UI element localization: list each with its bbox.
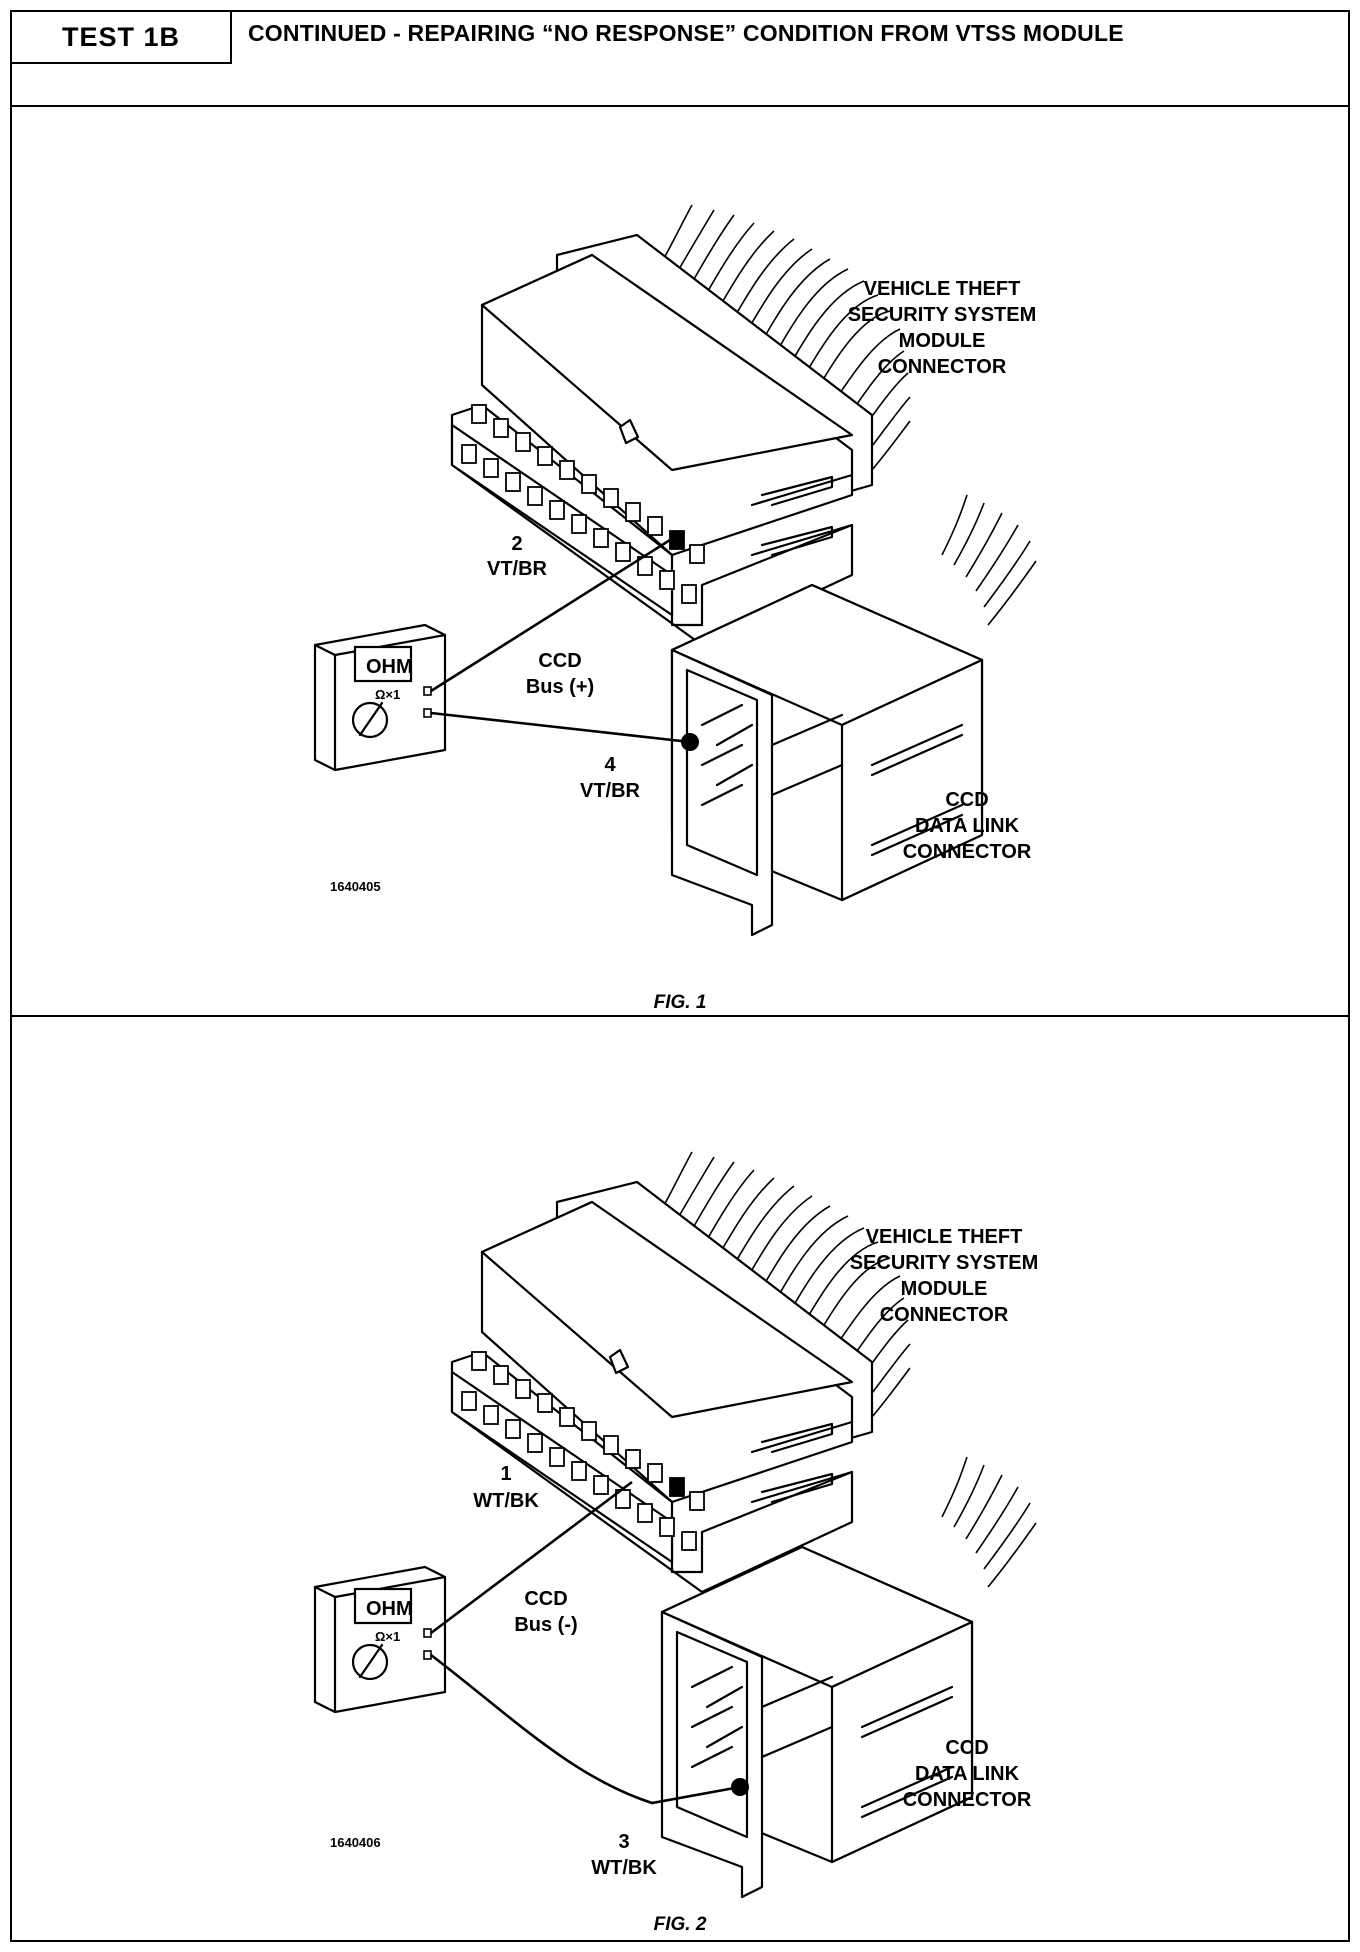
svg-text:VEHICLE THEFT: VEHICLE THEFT	[866, 1226, 1023, 1248]
svg-text:CONNECTOR: CONNECTOR	[903, 1789, 1032, 1811]
test-lead-module	[430, 1480, 633, 1635]
module-connector-label: VEHICLE THEFT SECURITY SYSTEM MODULE CON…	[848, 278, 1037, 378]
test-lead-link	[430, 1653, 741, 1805]
manual-page: TEST 1B CONTINUED - REPAIRING “NO RESPON…	[10, 10, 1350, 1942]
figure-2-diagram: OHM Ω×1 VEHICLE THEFT SECURITY SYSTEM MO…	[313, 1151, 1039, 1935]
svg-text:CCD: CCD	[945, 789, 988, 811]
data-link-connector-label: CCD DATA LINK CONNECTOR	[903, 1737, 1032, 1811]
module-pin-label: 1 WT/BK	[473, 1463, 539, 1512]
ccd-bus-label: CCD Bus (-)	[514, 1588, 577, 1636]
meter-display: OHM	[366, 1598, 413, 1620]
meter-display: OHM	[366, 656, 413, 678]
link-pin-label: 4 VT/BR	[580, 754, 641, 802]
figure-caption: FIG. 1	[654, 992, 707, 1013]
figure-caption: FIG. 2	[654, 1914, 707, 1935]
svg-text:VT/BR: VT/BR	[580, 780, 641, 802]
svg-text:4: 4	[604, 754, 616, 776]
ccd-data-link-connector	[670, 494, 1037, 937]
svg-text:CCD: CCD	[538, 650, 581, 672]
svg-text:CCD: CCD	[945, 1737, 988, 1759]
vtss-module-connector	[450, 1151, 911, 1594]
svg-text:MODULE: MODULE	[899, 330, 986, 352]
svg-text:DATA LINK: DATA LINK	[915, 1763, 1020, 1785]
ccd-data-link-connector	[660, 1456, 1037, 1899]
figure-1-panel: OHM Ω×1 VEHICLE THEFT SECURITY SYSTEM MO…	[12, 105, 1348, 1017]
svg-text:VT/BR: VT/BR	[487, 558, 548, 580]
ccd-bus-label: CCD Bus (+)	[526, 650, 594, 698]
svg-text:VEHICLE THEFT: VEHICLE THEFT	[864, 278, 1021, 300]
link-pin-label: 3 WT/BK	[591, 1831, 657, 1879]
svg-text:1: 1	[500, 1463, 511, 1485]
svg-text:WT/BK: WT/BK	[473, 1490, 539, 1512]
svg-text:CONNECTOR: CONNECTOR	[878, 356, 1007, 378]
svg-text:CONNECTOR: CONNECTOR	[903, 841, 1032, 863]
figure-2-panel: OHM Ω×1 VEHICLE THEFT SECURITY SYSTEM MO…	[12, 1017, 1348, 1940]
test-header: TEST 1B CONTINUED - REPAIRING “NO RESPON…	[12, 12, 1348, 107]
svg-text:MODULE: MODULE	[901, 1278, 988, 1300]
ohmmeter: OHM Ω×1	[313, 1565, 447, 1714]
figure-1-diagram: OHM Ω×1 VEHICLE THEFT SECURITY SYSTEM MO…	[313, 204, 1037, 1013]
svg-text:CONNECTOR: CONNECTOR	[880, 1304, 1009, 1326]
ohmmeter: OHM Ω×1	[313, 623, 447, 772]
test-lead-link	[430, 711, 691, 744]
svg-text:3: 3	[618, 1831, 629, 1853]
test-number: TEST 1B	[12, 12, 232, 64]
svg-text:SECURITY SYSTEM: SECURITY SYSTEM	[850, 1252, 1039, 1274]
svg-text:Bus (+): Bus (+)	[526, 676, 594, 698]
meter-dial-label: Ω×1	[375, 1629, 400, 1644]
module-pin-label: 2 VT/BR	[487, 533, 548, 580]
test-lead-module	[430, 538, 671, 693]
data-link-connector-label: CCD DATA LINK CONNECTOR	[903, 789, 1032, 863]
part-number: 1640406	[330, 1835, 381, 1850]
svg-text:WT/BK: WT/BK	[591, 1857, 657, 1879]
vtss-module-connector	[450, 204, 911, 647]
part-number: 1640405	[330, 879, 381, 894]
module-connector-label: VEHICLE THEFT SECURITY SYSTEM MODULE CON…	[850, 1226, 1039, 1326]
svg-text:Bus (-): Bus (-)	[514, 1614, 577, 1636]
svg-text:DATA LINK: DATA LINK	[915, 815, 1020, 837]
svg-text:2: 2	[511, 533, 522, 555]
svg-text:CCD: CCD	[524, 1588, 567, 1610]
svg-text:SECURITY SYSTEM: SECURITY SYSTEM	[848, 304, 1037, 326]
test-title: CONTINUED - REPAIRING “NO RESPONSE” COND…	[248, 20, 1124, 46]
meter-dial-label: Ω×1	[375, 687, 400, 702]
